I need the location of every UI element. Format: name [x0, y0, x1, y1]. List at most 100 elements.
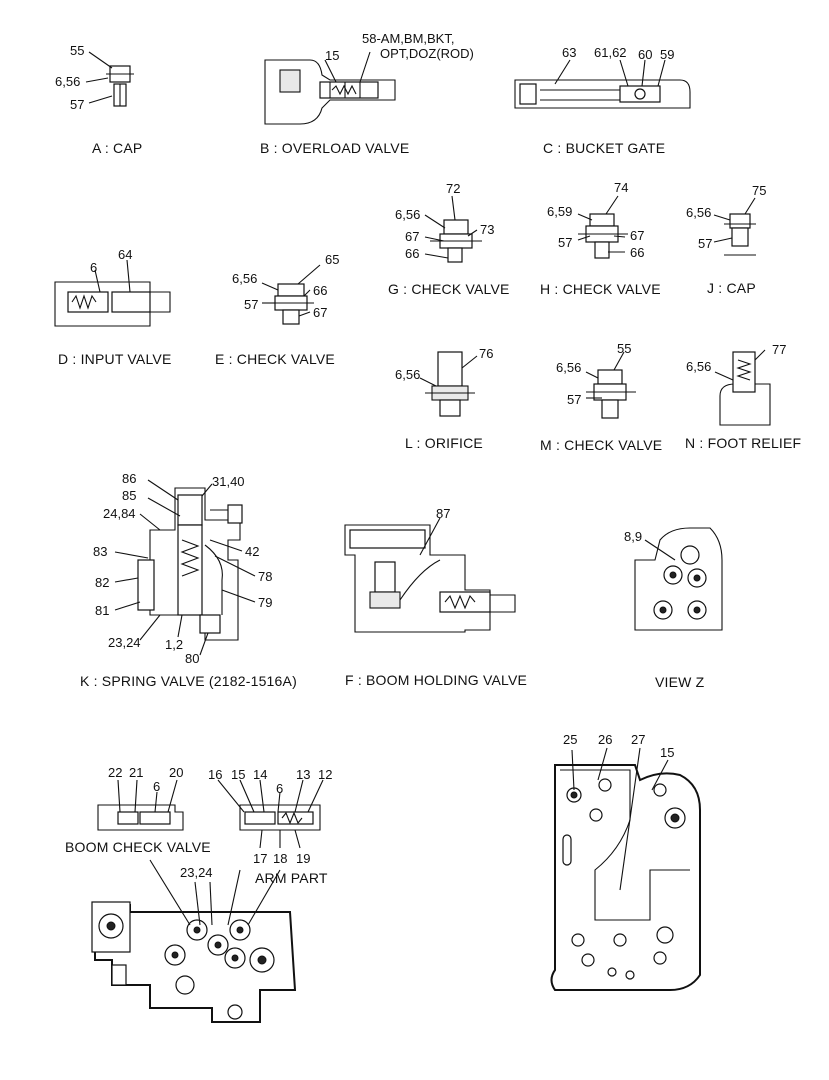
input-valve-d-drawing — [54, 259, 171, 327]
callout-78: 78 — [258, 569, 273, 584]
callout-21: 21 — [129, 765, 144, 780]
check-valve-m-drawing — [585, 351, 636, 419]
callout-6-56: 6,56 — [395, 367, 421, 382]
callout-74: 74 — [614, 180, 629, 195]
callout-67: 67 — [313, 305, 328, 320]
callout-57: 57 — [698, 236, 713, 251]
callout-87: 87 — [436, 506, 451, 521]
callout-61-62: 61,62 — [594, 45, 627, 60]
callout-15: 15 — [660, 745, 675, 760]
caption-a-cap: A : CAP — [92, 140, 143, 156]
callout-27: 27 — [631, 732, 646, 747]
callout-67: 67 — [405, 229, 420, 244]
callout-66: 66 — [313, 283, 328, 298]
callout-25: 25 — [563, 732, 578, 747]
caption-c-bucket-gate: C : BUCKET GATE — [543, 140, 666, 156]
caption-g-check-valve: G : CHECK VALVE — [388, 281, 510, 297]
callout-80: 80 — [185, 651, 200, 666]
boom-check-valve-drawing — [97, 779, 184, 831]
caption-m-check-valve: M : CHECK VALVE — [540, 437, 663, 453]
callout-57: 57 — [558, 235, 573, 250]
callout-76: 76 — [479, 346, 494, 361]
callout-6: 6 — [276, 781, 284, 796]
callout-6-59: 6,59 — [547, 204, 573, 219]
callout-57: 57 — [244, 297, 259, 312]
callout-66: 66 — [405, 246, 420, 261]
callout-8-9: 8,9 — [624, 529, 643, 544]
callout-58-rod: OPT,DOZ(ROD) — [380, 46, 474, 61]
check-valve-h-drawing — [577, 195, 628, 259]
callout-14: 14 — [253, 767, 268, 782]
callout-19: 19 — [296, 851, 311, 866]
callout-67: 67 — [630, 228, 645, 243]
check-valve-g-drawing — [424, 195, 482, 263]
callout-55: 55 — [617, 341, 632, 356]
callout-24-84: 24,84 — [103, 506, 136, 521]
spring-valve-k-drawing — [114, 479, 256, 656]
callout-86: 86 — [122, 471, 137, 486]
overload-valve-b-drawing — [264, 51, 396, 125]
callout-75: 75 — [752, 183, 767, 198]
callout-60: 60 — [638, 47, 653, 62]
callout-6: 6 — [153, 779, 161, 794]
cap-j-drawing — [713, 197, 756, 256]
caption-k-spring-valve: K : SPRING VALVE (2182-1516A) — [80, 673, 297, 689]
caption-d-input-valve: D : INPUT VALVE — [58, 351, 172, 367]
callout-57: 57 — [70, 97, 85, 112]
bucket-gate-c-drawing — [514, 59, 691, 109]
callout-6-56: 6,56 — [395, 207, 421, 222]
caption-b-overload-valve: B : OVERLOAD VALVE — [260, 140, 410, 156]
callout-6-56: 6,56 — [686, 205, 712, 220]
main-valve-body-drawing — [91, 859, 297, 1023]
view-z-drawing — [634, 527, 723, 631]
caption-boom-check-valve: BOOM CHECK VALVE — [65, 839, 211, 855]
callout-22: 22 — [108, 765, 123, 780]
right-valve-body-drawing — [550, 747, 701, 991]
caption-n-foot-relief: N : FOOT RELIEF — [685, 435, 802, 451]
callout-65: 65 — [325, 252, 340, 267]
caption-arm-part: ARM PART — [255, 870, 328, 886]
callout-23-24: 23,24 — [180, 865, 213, 880]
callout-58: 58-AM,BM,BKT, — [362, 31, 455, 46]
callout-63: 63 — [562, 45, 577, 60]
callout-77: 77 — [772, 342, 787, 357]
caption-f-boom-holding-valve: F : BOOM HOLDING VALVE — [345, 672, 528, 688]
callout-31-40: 31,40 — [212, 474, 245, 489]
callout-23-24: 23,24 — [108, 635, 141, 650]
callout-57: 57 — [567, 392, 582, 407]
callout-20: 20 — [169, 765, 184, 780]
arm-part-drawing — [217, 779, 324, 849]
caption-e-check-valve: E : CHECK VALVE — [215, 351, 335, 367]
callout-1-2: 1,2 — [165, 637, 184, 652]
callout-6-56: 6,56 — [232, 271, 258, 286]
callout-15: 15 — [231, 767, 246, 782]
callout-12: 12 — [318, 767, 333, 782]
callout-55: 55 — [70, 43, 85, 58]
cap-a-drawing — [85, 51, 134, 107]
foot-relief-n-drawing — [714, 349, 771, 426]
callout-79: 79 — [258, 595, 273, 610]
caption-h-check-valve: H : CHECK VALVE — [540, 281, 661, 297]
callout-64: 64 — [118, 247, 133, 262]
callout-81: 81 — [95, 603, 110, 618]
callout-42: 42 — [245, 544, 260, 559]
check-valve-e-drawing — [261, 264, 321, 325]
callout-6-56: 6,56 — [686, 359, 712, 374]
callout-85: 85 — [122, 488, 137, 503]
callout-82: 82 — [95, 575, 110, 590]
boom-holding-valve-f-drawing — [344, 517, 516, 633]
callout-72: 72 — [446, 181, 461, 196]
caption-j-cap: J : CAP — [707, 280, 756, 296]
callout-59: 59 — [660, 47, 675, 62]
callout-26: 26 — [598, 732, 613, 747]
callout-6-56: 6,56 — [556, 360, 582, 375]
callout-18: 18 — [273, 851, 288, 866]
callout-73: 73 — [480, 222, 495, 237]
caption-view-z: VIEW Z — [655, 674, 705, 690]
callout-6: 6 — [90, 260, 98, 275]
callout-16: 16 — [208, 767, 223, 782]
callout-83: 83 — [93, 544, 108, 559]
caption-l-orifice: L : ORIFICE — [405, 435, 483, 451]
